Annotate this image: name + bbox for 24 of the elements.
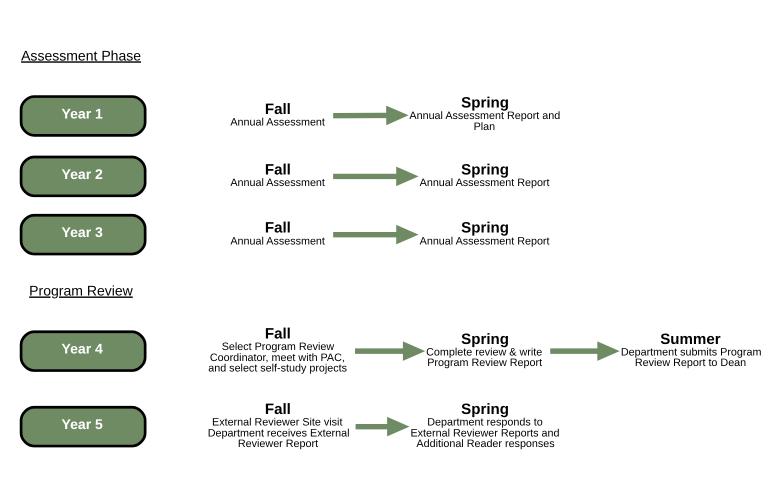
node-box: Year 2 [20,156,146,198]
node-box: Year 1 [20,95,146,137]
arrow [355,341,426,361]
node-text: Spring Annual Assessment Report and Plan [409,94,560,134]
arrow [333,224,419,244]
node-text: Spring Annual Assessment Report [420,220,550,248]
node-text: Spring Department responds to External Reviewer Reports and Additional Reader responses [410,400,560,450]
node-text: Spring Annual Assessment Report [420,161,550,190]
node-text: Fall Annual Assessment [230,220,325,248]
node-box: Year 3 [20,214,146,256]
arrow [333,166,419,186]
node-text: Fall Select Program Review Coordinator, meet with PAC, and select self-study projects [208,325,348,375]
node-text: Spring Complete review & write Program Review Report [426,330,542,370]
node-text: Fall Annual Assessment [230,161,325,190]
node-box: Year 5 [20,406,146,448]
arrow [333,106,409,126]
label: Program Review [29,282,133,298]
label: Assessment Phase [21,47,142,64]
node-box: Year 4 [20,330,146,372]
node-text: Summer Department submits Program Review Report to Dean [620,330,762,370]
arrow [550,341,620,361]
node-text: Fall Annual Assessment [230,101,325,129]
node-text: Fall External Reviewer Site visit Department receives External Reviewer Report [208,400,350,450]
arrow [356,416,410,436]
